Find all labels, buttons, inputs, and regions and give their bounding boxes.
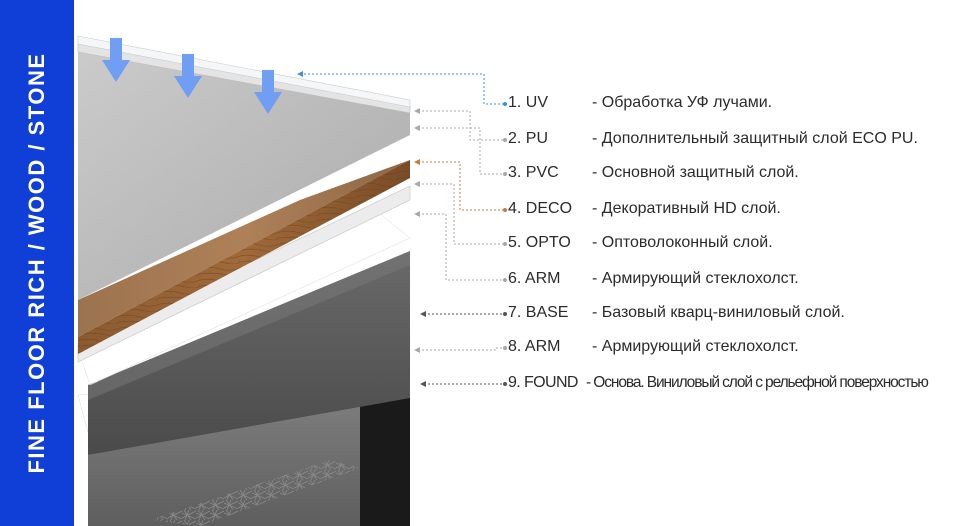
layer-desc-6: - Армирующий стеклохолст. bbox=[592, 270, 799, 287]
layer-deco-grain bbox=[78, 160, 410, 354]
leader-arrowheads bbox=[297, 71, 507, 387]
side-banner: FINE FLOOR RICH / WOOD / STONE bbox=[0, 0, 74, 526]
leader-arm-lower bbox=[418, 347, 505, 351]
layer-code-7: 7. BASE bbox=[508, 304, 569, 321]
layer-desc-8: - Армирующий стеклохолст. bbox=[592, 338, 799, 355]
uv-arrow-2-icon bbox=[174, 54, 202, 98]
layer-desc-2: - Дополнительный защитный слой ECO PU. bbox=[592, 130, 918, 147]
layer-desc-1: - Обработка УФ лучами. bbox=[592, 94, 773, 111]
layer-code-1: 1. UV bbox=[508, 94, 549, 111]
leader-arm bbox=[418, 213, 505, 281]
layer-base-front bbox=[88, 251, 410, 400]
layer-code-9: 9. FOUND bbox=[508, 374, 578, 391]
layer-desc-7: - Базовый кварц-виниловый слой. bbox=[592, 304, 845, 321]
layer-code-2: 2. PU bbox=[508, 130, 549, 147]
layer-pvc bbox=[78, 50, 410, 300]
leader-pvc bbox=[418, 127, 505, 175]
uv-arrow-1-icon bbox=[102, 38, 130, 82]
layer-code-3: 3. PVC bbox=[508, 164, 559, 181]
layer-found bbox=[88, 388, 410, 526]
layer-uv bbox=[77, 35, 411, 108]
uv-arrow-3-icon bbox=[254, 70, 282, 114]
leader-pu bbox=[418, 110, 505, 141]
layer-deco-visible bbox=[78, 160, 410, 337]
layer-found-fiber bbox=[150, 460, 360, 526]
layer-desc-5: - Оптоволоконный слой. bbox=[592, 234, 773, 251]
layer-desc-3: - Основной защитный слой. bbox=[592, 164, 799, 181]
layer-opto bbox=[77, 185, 411, 363]
layer-code-6: 6. ARM bbox=[508, 270, 561, 287]
layer-desc-9: - Основа. Виниловый слой с рельефной пов… bbox=[586, 374, 929, 391]
leader-opto bbox=[418, 183, 505, 245]
layer-found-edge bbox=[360, 388, 410, 526]
layer-code-8: 8. ARM bbox=[508, 338, 561, 355]
layer-code-5: 5. OPTO bbox=[508, 234, 571, 251]
layer-desc-4: - Декоративный HD слой. bbox=[592, 200, 781, 217]
leader-deco bbox=[418, 161, 505, 211]
layer-base bbox=[88, 251, 410, 455]
layer-code-4: 4. DECO bbox=[508, 200, 573, 217]
leader-uv bbox=[300, 73, 505, 105]
uv-arrows bbox=[102, 38, 282, 114]
